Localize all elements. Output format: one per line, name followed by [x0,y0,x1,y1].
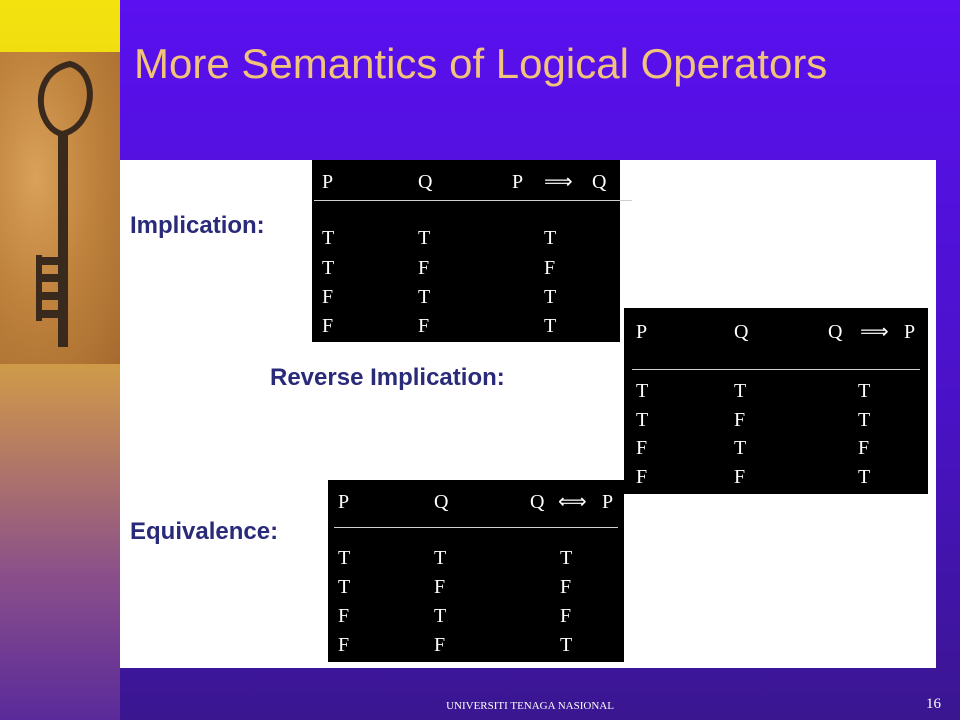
table-cell: F [418,257,430,279]
table-header-cell: P [512,171,524,193]
reverse-implication-label: Reverse Implication: [270,364,505,391]
table-cell: T [734,380,747,402]
table-cell: T [560,547,573,569]
table-cell: T [434,547,447,569]
table-cell: F [418,315,430,337]
footer-text: UNIVERSITI TENAGA NASIONAL [446,700,614,712]
table-cell: T [544,315,557,337]
implies-arrow-icon: ⟹ [860,321,889,343]
equivalence-truth-table: P Q Q ⟺ P T T T T F F F T F F F T [328,480,624,662]
table-cell: F [434,576,446,598]
table-cell: T [858,380,871,402]
table-cell: T [322,257,335,279]
table-header-cell: P [904,321,916,343]
table-cell: T [544,286,557,308]
table-cell: F [734,466,746,488]
table-cell: T [734,437,747,459]
implication-truth-table: P Q P ⟹ Q T T T T F F F T T F F T [312,160,632,342]
table-header-cell: Q [592,171,607,193]
table-cell: F [322,315,334,337]
table-cell: T [858,409,871,431]
table-header-cell: P [636,321,648,343]
table-cell: T [544,227,557,249]
implies-arrow-icon: ⟹ [544,171,573,193]
table-cell: T [418,286,431,308]
table-cell: F [338,634,350,656]
page-number: 16 [926,696,941,712]
slide-title: More Semantics of Logical Operators [134,40,828,87]
table-header-cell: P [338,491,350,513]
table-header-cell: P [602,491,614,513]
table-cell: T [418,227,431,249]
table-cell: T [636,409,649,431]
table-cell: F [560,605,572,627]
equivalence-arrow-icon: ⟺ [558,491,587,513]
table-cell: T [338,547,351,569]
table-header-cell: Q [734,321,749,343]
table-cell: T [560,634,573,656]
table-cell: F [636,437,648,459]
table-cell: F [338,605,350,627]
table-cell: F [734,409,746,431]
reverse-implication-truth-table: P Q Q ⟹ P T T T T F T F T F F F T [624,308,928,494]
table-header-cell: Q [418,171,433,193]
table-cell: F [560,576,572,598]
key-icon [36,60,93,347]
table-separator [334,527,618,528]
table-cell: T [434,605,447,627]
table-header-cell: Q [530,491,545,513]
key-image [0,52,120,364]
table-cell: T [338,576,351,598]
equivalence-label: Equivalence: [130,518,279,545]
table-cell: T [636,380,649,402]
table-separator [314,200,632,201]
table-cell: F [858,437,870,459]
table-cell: F [434,634,446,656]
table-separator [632,369,920,370]
table-cell: F [636,466,648,488]
table-cell: F [544,257,556,279]
table-header-cell: Q [828,321,843,343]
table-cell: T [858,466,871,488]
table-cell: T [322,227,335,249]
table-header-cell: Q [434,491,449,513]
table-cell: F [322,286,334,308]
implication-label: Implication: [130,212,265,239]
table-header-cell: P [322,171,334,193]
